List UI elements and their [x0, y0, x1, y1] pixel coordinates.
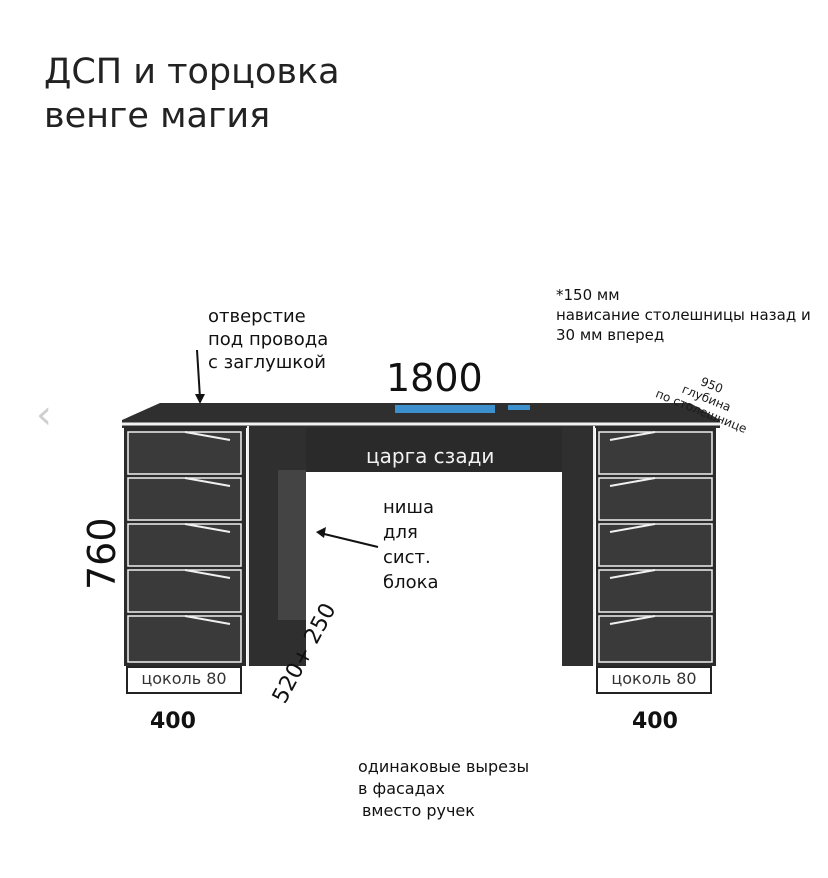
back-rail-label: царга сзади: [366, 444, 495, 468]
niche-line: для: [383, 522, 418, 543]
cutouts-line: вместо ручек: [362, 801, 475, 820]
overhang-line: *150 мм: [556, 286, 620, 304]
left-plinth-label: цоколь 80: [126, 666, 242, 694]
left-cabinet-dimension: 400: [150, 709, 196, 734]
back-rail: [306, 428, 562, 472]
niche-panel: [278, 470, 306, 620]
page-title: ДСП и торцовка венге магия: [44, 50, 340, 138]
right-cutouts: [609, 431, 656, 625]
right-cabinet-dimension: 400: [632, 709, 678, 734]
cable-hole-arrow: [196, 349, 201, 399]
niche-line: блока: [383, 572, 439, 593]
width-dimension: 1800: [386, 356, 483, 400]
left-cutouts: [184, 431, 231, 625]
right-plinth-label: цоколь 80: [596, 666, 712, 694]
led-glow-right: [508, 405, 530, 410]
cutouts-line: в фасадах: [358, 779, 445, 798]
cutouts-note: одинаковые вырезы в фасадах вместо ручек: [358, 756, 529, 822]
niche-line: сист.: [383, 547, 431, 568]
tabletop: [122, 403, 720, 428]
left-drawer: [127, 615, 242, 663]
overhang-note: *150 мм нависание столешницы назад и 30 …: [556, 285, 811, 345]
cutouts-line: одинаковые вырезы: [358, 757, 530, 776]
cable-hole-line: под провода: [208, 329, 329, 350]
cable-hole-note: отверстие под провода с заглушкой: [208, 305, 328, 374]
height-dimension: 760: [80, 517, 124, 590]
chevron-left-icon[interactable]: ‹: [36, 392, 52, 438]
overhang-line: нависание столешницы назад и: [556, 306, 811, 324]
niche-line: ниша: [383, 497, 434, 518]
overhang-line: 30 мм вперед: [556, 326, 665, 344]
niche-arrow: [319, 532, 379, 548]
right-drawer: [598, 615, 713, 663]
cable-hole-line: с заглушкой: [208, 352, 326, 373]
cable-hole-line: отверстие: [208, 306, 306, 327]
right-side-panel: [562, 426, 594, 666]
niche-note: ниша для сист. блока: [383, 495, 439, 595]
title-line-2: венге магия: [44, 96, 271, 136]
led-glow: [395, 405, 495, 413]
title-line-1: ДСП и торцовка: [44, 52, 340, 92]
